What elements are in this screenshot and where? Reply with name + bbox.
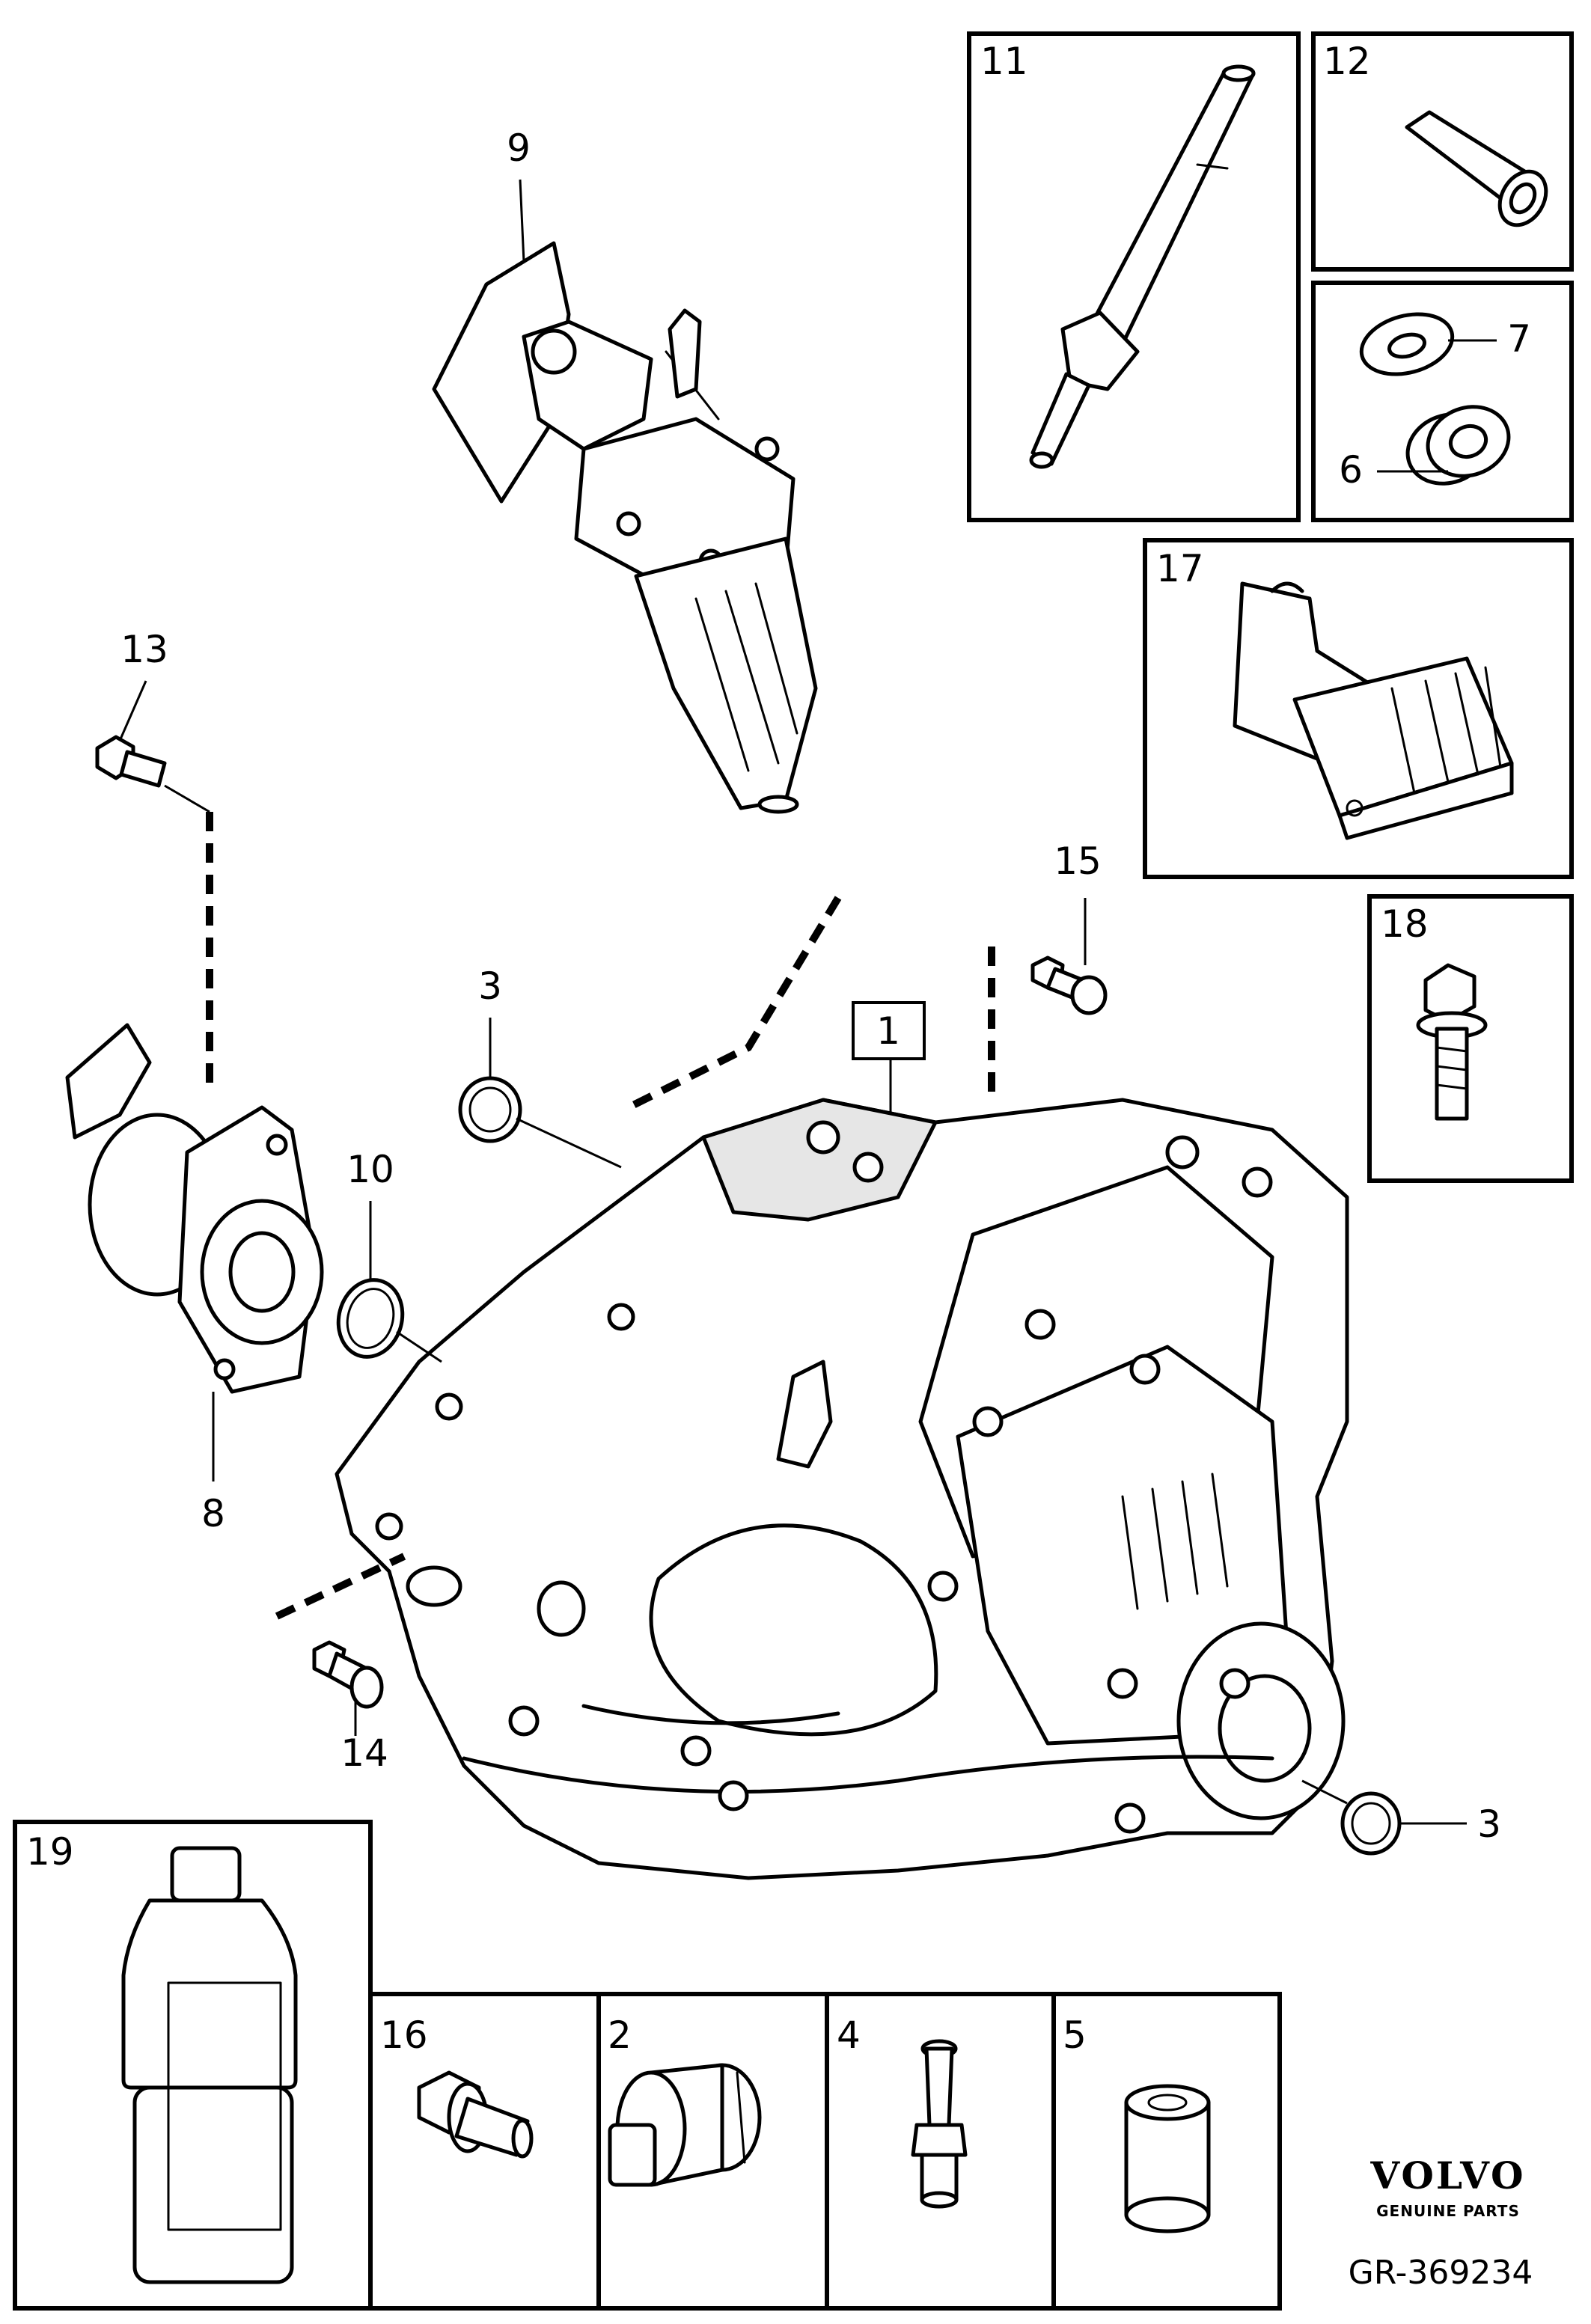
leader-13b: [164, 784, 210, 813]
callout-19: 19: [26, 1830, 74, 1874]
callout-1: 1: [876, 1009, 900, 1053]
part-3-seal-lower: [1340, 1791, 1402, 1856]
callout-2: 2: [608, 2013, 632, 2057]
part-8-slave-cylinder: [65, 1023, 324, 1394]
part-18-flange-bolt: [1416, 963, 1488, 1121]
callout-16: 16: [380, 2013, 428, 2057]
part-10-o-ring: [336, 1278, 405, 1359]
part-19-fluid-bottle: [121, 1846, 298, 2284]
part-9-gear-selector: [432, 241, 818, 814]
callout-17: 17: [1156, 547, 1204, 590]
part-12-sleeve: [1405, 110, 1548, 227]
callout-11: 11: [980, 40, 1028, 83]
part-16-bolt: [417, 2070, 534, 2159]
callout-5: 5: [1063, 2013, 1087, 2057]
leader-10b: [396, 1330, 442, 1363]
dash-line-14: [275, 1553, 406, 1620]
part-10-o-ring-inner: [346, 1288, 395, 1349]
callout-1-box: [852, 1001, 926, 1060]
part-box-17: [1143, 538, 1574, 879]
part-5-cap: [1124, 2084, 1211, 2233]
part-3-seal-upper: [458, 1076, 522, 1143]
callout-4: 4: [837, 2013, 861, 2057]
callout-8: 8: [201, 1492, 225, 1535]
callout-7: 7: [1507, 317, 1531, 361]
leader-3-upper-b: [516, 1117, 622, 1169]
part-17-bracket: [1233, 581, 1514, 840]
part-6-bushing: [1405, 405, 1511, 486]
callout-3-upper: 3: [478, 964, 502, 1008]
callout-9: 9: [507, 126, 531, 170]
callout-12: 12: [1323, 40, 1371, 83]
callout-14: 14: [341, 1731, 388, 1775]
part-box-12: [1311, 31, 1574, 272]
callout-18: 18: [1381, 902, 1429, 946]
callout-6: 6: [1339, 448, 1363, 492]
part-1-transmission-housing: [335, 1098, 1349, 1880]
part-box-11: [967, 31, 1301, 522]
part-15-bolt: [1030, 955, 1108, 1015]
leader-9: [519, 179, 525, 263]
part-7-washer: [1359, 312, 1455, 376]
dash-line-9: [626, 896, 842, 1111]
part-box-18: [1367, 894, 1574, 1183]
part-14-bolt: [312, 1640, 384, 1709]
callout-15: 15: [1054, 840, 1102, 883]
part-4-breather: [911, 2039, 968, 2209]
leader-3-lower-b: [1301, 1779, 1348, 1805]
part-13-bolt: [95, 735, 167, 788]
brand-logo: VOLVO: [1369, 2153, 1525, 2198]
callout-13: 13: [120, 628, 168, 671]
part-box-6-7: [1311, 281, 1574, 522]
callout-3-lower: 3: [1477, 1802, 1501, 1846]
part-2-sensor: [608, 2063, 762, 2187]
callout-10: 10: [346, 1148, 394, 1191]
brand-tagline: GENUINE PARTS: [1376, 2202, 1520, 2220]
reference-number: GR-369234: [1349, 2254, 1533, 2292]
part-11-drive-rod: [1029, 64, 1256, 469]
leader-13: [118, 680, 147, 741]
